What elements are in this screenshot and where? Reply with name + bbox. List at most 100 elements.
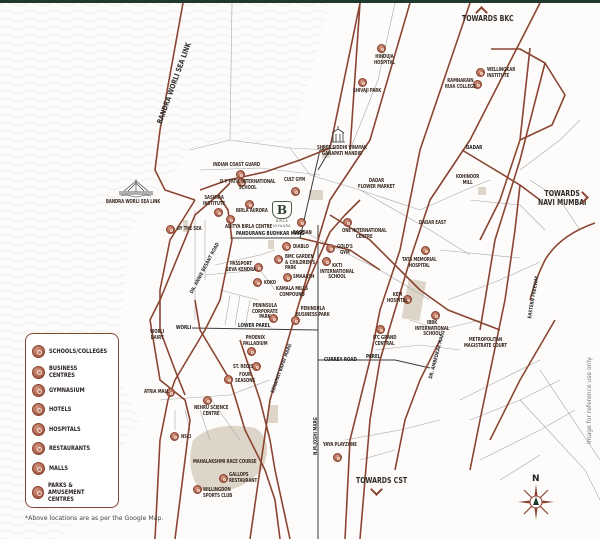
area-worli: WORLI: [176, 325, 192, 331]
curry-road: [318, 359, 431, 369]
label-peninsula-biz: PENINSULA BUSINESS PARK: [296, 306, 330, 318]
business-pin-one-intl[interactable]: [343, 218, 352, 227]
nm-joshi-road-label: N.M.JOSHI MARG: [313, 417, 319, 455]
pandurang-road-label: PANDURANG BUDHKAR MARG: [236, 231, 305, 237]
label-kkti: KKTI INTERNATIONAL SCHOOL: [320, 263, 355, 280]
business-pin-birla-aurora[interactable]: [245, 200, 254, 209]
park-pin-smaaash[interactable]: [283, 273, 292, 282]
restaurant-pin-diablo[interactable]: [282, 242, 291, 251]
mall-pin-atria[interactable]: [166, 388, 175, 397]
restaurant-pin-koko[interactable]: [253, 278, 262, 287]
project-logo[interactable]: B BIRLA NIYAARA: [269, 201, 295, 231]
hospital-pin-hinduja[interactable]: [377, 44, 386, 53]
label-kamala-mills: KAMALA MILLS COMPOUND: [276, 286, 308, 298]
school-pin-ruia[interactable]: [473, 80, 482, 89]
compass-north-label: N: [532, 474, 540, 484]
hospital-pin-tata-memorial[interactable]: [421, 246, 430, 255]
label-tata-memorial: TATA MEMORIAL HOSPITAL: [402, 257, 437, 269]
label-siddhivinayak: SHREE SIDDHI VINAYAK GANAPATI MANDIR: [317, 145, 367, 157]
coastal-road: [149, 182, 231, 539]
legend-item-business: BUSINESS CENTRES: [32, 365, 118, 379]
label-hinduja: HINDUJA HOSPITAL: [374, 54, 395, 66]
legend-label: HOSPITALS: [49, 425, 81, 433]
label-kem: KEM HOSPITAL: [387, 292, 408, 304]
school-pin-kkti[interactable]: [322, 257, 331, 266]
label-passport: PASSPORT SEVA KENDRA: [226, 261, 256, 273]
senapati-road: [249, 2, 411, 539]
area-dadar-flower-market: DADAR FLOWER MARKET: [358, 178, 395, 190]
label-one-intl: ONE INTERNATIONAL CENTRE: [342, 228, 387, 240]
label-ruia: RAMNARAIN RUIA COLLEGE: [445, 78, 476, 90]
dadar-loop: [491, 48, 566, 141]
label-koko: KOKO: [264, 280, 277, 286]
hospital-icon: [32, 423, 45, 436]
park-pin-yaya[interactable]: [333, 453, 342, 462]
restaurant-icon: [32, 442, 45, 455]
restaurant-pin-gallops[interactable]: [219, 474, 228, 483]
area-parel: PAREL: [366, 354, 381, 360]
park-icon: [32, 486, 44, 499]
gym-pin-nsci[interactable]: [170, 432, 179, 441]
legend-label: SCHOOLS/COLLEGES: [49, 347, 108, 355]
park-pin-shivaji[interactable]: [358, 78, 367, 87]
parel-road: [329, 214, 501, 331]
park-pin-bmc-garden[interactable]: [274, 255, 283, 264]
park-pin-nehru-science[interactable]: [203, 396, 212, 405]
park-pin-willingdon[interactable]: [193, 485, 202, 494]
label-birla-aurora: BIRLA AURORA: [236, 208, 268, 214]
area-dadar: DADAR: [466, 145, 483, 151]
hospital-pin-kem[interactable]: [403, 295, 412, 304]
minor-roads: [159, 2, 600, 501]
business-pin-passport[interactable]: [254, 263, 263, 272]
hotel-pin-four-seasons[interactable]: [224, 375, 233, 384]
logo-brand: BIRLA: [275, 219, 289, 223]
legend-label: GYMNASIUM: [49, 386, 85, 394]
sea-link-road: [154, 2, 196, 201]
towards-cst-label: TOWARDS CST: [356, 476, 408, 485]
gym-pin-cult[interactable]: [291, 187, 300, 196]
logo-project-name: NIYAARA: [273, 223, 291, 228]
legend-item-malls: MALLS: [32, 462, 73, 475]
legend-item-hospitals: HOSPITALS: [32, 423, 90, 436]
label-nsci: NSCI: [181, 434, 192, 440]
label-golds-gym: GOLD'S GYM: [337, 244, 353, 256]
school-icon: [32, 345, 45, 358]
compass-rose-icon: [518, 484, 554, 520]
gym-pin-golds[interactable]: [326, 244, 335, 253]
lower-parel-road: [191, 327, 319, 331]
hotel-pin-by-the-sea[interactable]: [166, 225, 175, 234]
label-indian-coast-guard: INDIAN COAST GUARD: [213, 162, 261, 168]
area-worli-dairy: WORLI DAIRY: [150, 329, 165, 341]
legend-label: RESTAURANTS: [49, 444, 91, 452]
eastern-road: [469, 184, 521, 471]
top-bar: [0, 0, 600, 3]
temple-icon: [331, 126, 345, 143]
school-pin-sasmira[interactable]: [214, 208, 223, 217]
legend-label: MALLS: [49, 464, 69, 472]
school-pin-dy-patil[interactable]: [237, 178, 246, 187]
legend-item-gym: GYMNASIUM: [32, 384, 95, 397]
label-four-seasons: FOUR SEASONS: [235, 372, 256, 384]
label-peninsula-corp: PENINSULA CORPORATE PARK: [252, 303, 278, 320]
restaurant-pin-bastian[interactable]: [297, 218, 306, 227]
legend-item-parks: PARKS & AMUSEMENT CENTRES: [32, 482, 118, 503]
school-pin-ibbk[interactable]: [431, 311, 440, 320]
hotel-pin-st-regis[interactable]: [252, 362, 261, 371]
label-metro-court: METROPOLITAN MAGISTRATE COURT: [464, 337, 508, 349]
hotel-pin-itc[interactable]: [376, 325, 385, 334]
area-dadar-east: DADAR EAST: [419, 220, 447, 226]
legend-label: HOTELS: [49, 405, 72, 413]
business-pin-aditya-birla[interactable]: [226, 215, 235, 224]
school-pin-wellingkar[interactable]: [476, 68, 485, 77]
disclaimer-text: Image for reference use only.: [586, 356, 593, 444]
business-pin-peninsula-biz[interactable]: [291, 316, 300, 325]
central-road: [344, 2, 471, 539]
legend-item-hotels: HOTELS: [32, 403, 78, 416]
label-smaaash: SMAAASH: [293, 274, 315, 280]
label-diablo: DIABLO: [293, 244, 309, 250]
label-itc: ITC GRAND CENTRAL: [373, 335, 397, 347]
label-ibbk: IBBK INTERNATIONAL SCHOOL: [415, 320, 450, 337]
business-pin-peninsula-corp[interactable]: [269, 314, 278, 323]
legend-label: PARKS & AMUSEMENT CENTRES: [47, 481, 85, 503]
mall-pin-phoenix[interactable]: [247, 347, 256, 356]
